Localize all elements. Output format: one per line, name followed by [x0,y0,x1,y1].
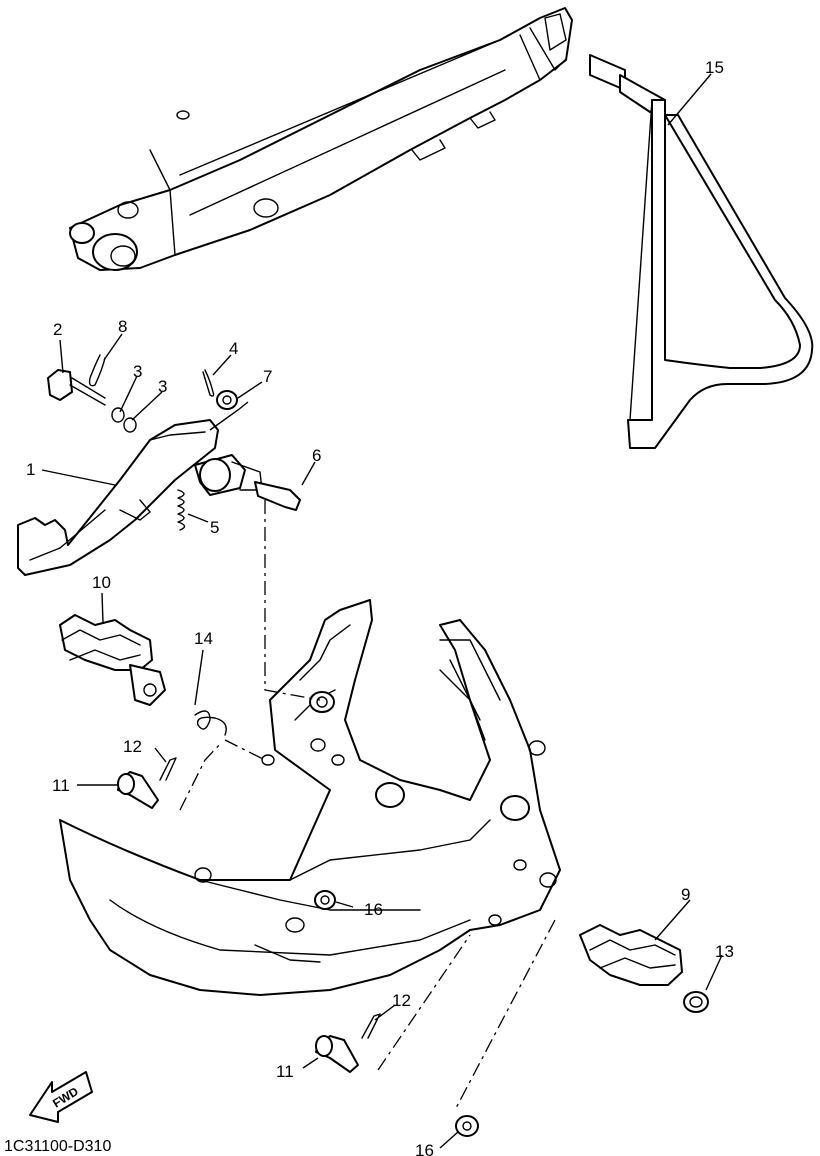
callout-1: 1 [26,460,35,479]
callout-6: 6 [312,446,321,465]
callout-4: 4 [229,339,238,358]
swingarm [69,7,573,271]
callout-2: 2 [53,320,62,339]
callout-8: 8 [118,317,127,336]
footrest-left [59,614,227,736]
callout-3b: 3 [158,377,167,396]
callout-5: 5 [210,518,219,537]
callout-16b: 16 [415,1141,434,1156]
fwd-arrow: FWD [29,1071,93,1123]
side-stand [589,54,814,449]
fasteners [117,757,479,1137]
callout-10: 10 [92,573,111,592]
callout-15: 15 [705,58,724,77]
callout-3a: 3 [133,362,142,381]
callout-13: 13 [715,942,734,961]
callout-11a: 11 [52,776,70,795]
callout-12b: 12 [392,991,411,1010]
callout-12a: 12 [123,737,142,756]
callout-11b: 11 [276,1062,294,1081]
diagram-code: 1C31100-D310 [4,1138,111,1155]
callout-9: 9 [681,885,690,904]
callouts: 1 2 3 3 4 5 6 7 8 9 10 11 11 12 12 13 14… [26,58,734,1156]
connection-lines [179,500,556,1111]
callout-16a: 16 [364,900,383,919]
frame [59,599,561,996]
callout-7: 7 [263,367,272,386]
pedal-hardware [47,354,301,531]
footrest-right [579,924,709,1013]
callout-14: 14 [194,629,213,648]
leader-lines [41,73,723,1149]
brake-pedal [17,419,263,576]
